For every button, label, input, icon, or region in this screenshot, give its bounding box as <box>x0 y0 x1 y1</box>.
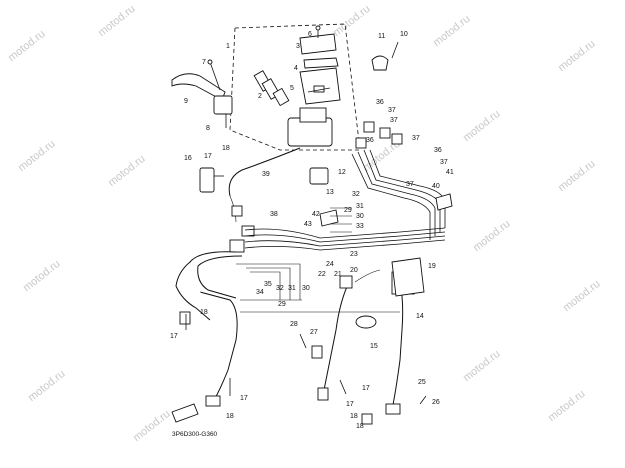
callout-37-e: 37 <box>406 181 414 188</box>
callout-27: 27 <box>310 329 318 336</box>
master-cylinder-assembly <box>171 23 399 151</box>
callout-18: 18 <box>222 145 230 152</box>
callout-31-b: 31 <box>356 203 364 210</box>
callout-20: 20 <box>350 267 358 274</box>
callout-18-c: 18 <box>226 413 234 420</box>
callout-5: 5 <box>290 85 294 92</box>
callout-37-b: 37 <box>390 117 398 124</box>
callout-18-d: 18 <box>350 413 358 420</box>
callout-18-b: 18 <box>200 309 208 316</box>
brake-lines <box>171 121 453 425</box>
callout-22: 22 <box>318 271 326 278</box>
callout-37-c: 37 <box>412 135 420 142</box>
callout-41: 41 <box>446 169 454 176</box>
callout-24: 24 <box>326 261 334 268</box>
callout-29-b: 29 <box>344 207 352 214</box>
callout-29: 29 <box>278 301 286 308</box>
callout-17: 17 <box>204 153 212 160</box>
callout-17-e: 17 <box>362 385 370 392</box>
callout-35: 35 <box>264 281 272 288</box>
callout-39: 39 <box>262 171 270 178</box>
callout-28: 28 <box>290 321 298 328</box>
callout-37-d: 37 <box>440 159 448 166</box>
callout-37: 37 <box>388 107 396 114</box>
callout-19: 19 <box>428 263 436 270</box>
callout-42: 42 <box>312 211 320 218</box>
callout-1: 1 <box>226 43 230 50</box>
callout-33: 33 <box>356 223 364 230</box>
callout-6: 6 <box>308 31 312 38</box>
callout-40: 40 <box>432 183 440 190</box>
callout-13: 13 <box>326 189 334 196</box>
callout-36-b: 36 <box>366 137 374 144</box>
callout-34: 34 <box>256 289 264 296</box>
callout-17-b: 17 <box>170 333 178 340</box>
callout-15: 15 <box>370 343 378 350</box>
callout-3: 3 <box>296 43 300 50</box>
callout-38: 38 <box>270 211 278 218</box>
callout-11: 11 <box>378 33 385 40</box>
callout-16: 16 <box>184 155 192 162</box>
callout-21: 21 <box>334 271 342 278</box>
callout-labels: 1 2 3 4 5 6 7 8 9 10 11 12 13 14 15 16 1… <box>170 31 454 438</box>
callout-30-b: 30 <box>356 213 364 220</box>
callout-36-c: 36 <box>434 147 442 154</box>
callout-8: 8 <box>206 125 210 132</box>
callout-17-c: 17 <box>240 395 248 402</box>
callout-2: 2 <box>258 93 262 100</box>
callout-23: 23 <box>350 251 358 258</box>
callout-7: 7 <box>202 59 206 66</box>
diagram-code: 3P6D300-G360 <box>172 431 218 438</box>
callout-32: 32 <box>276 285 284 292</box>
callout-18-e: 18 <box>356 423 364 430</box>
callout-36: 36 <box>376 99 384 106</box>
callout-17-d: 17 <box>346 401 354 408</box>
callout-30: 30 <box>302 285 310 292</box>
callout-4: 4 <box>294 65 298 72</box>
callout-10: 10 <box>400 31 408 38</box>
callout-9: 9 <box>184 98 188 105</box>
callout-43: 43 <box>304 221 312 228</box>
callout-32-b: 32 <box>352 191 360 198</box>
callout-31: 31 <box>288 285 296 292</box>
callout-26: 26 <box>432 399 440 406</box>
callout-12: 12 <box>338 169 346 176</box>
callout-14: 14 <box>416 313 424 320</box>
callout-25: 25 <box>418 379 426 386</box>
